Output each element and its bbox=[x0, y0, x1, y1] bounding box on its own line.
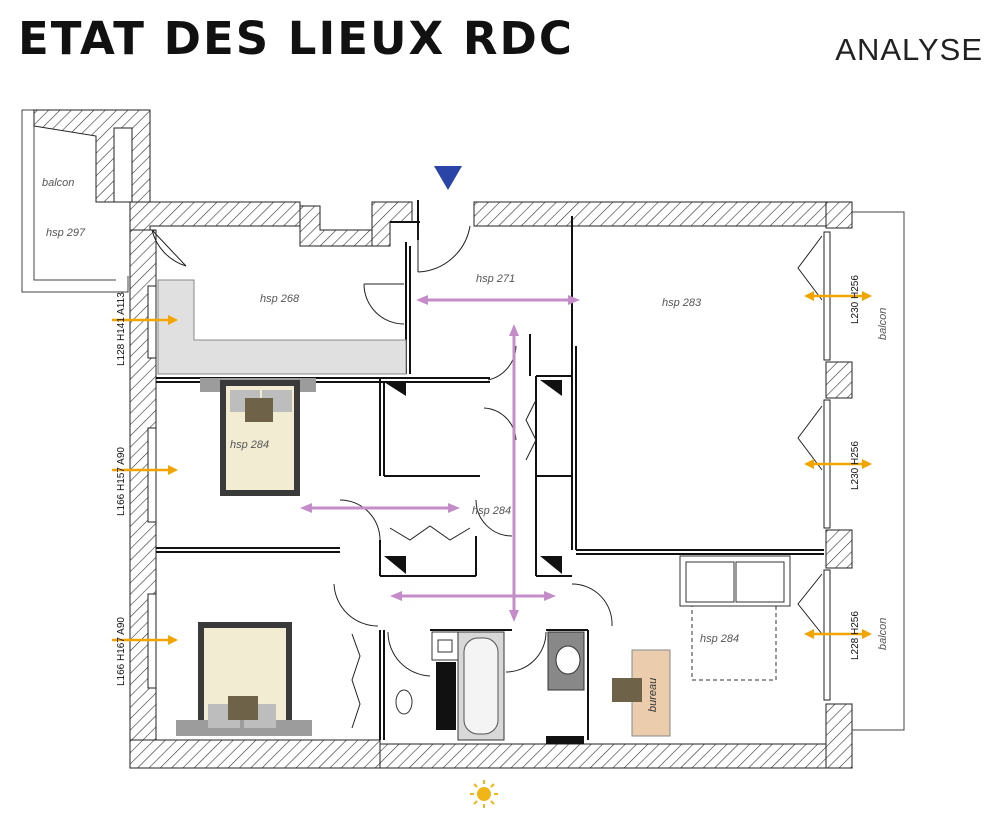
shaft-markers bbox=[384, 380, 584, 744]
opening-label-left-1: L128 H141 A113 bbox=[116, 292, 127, 366]
opening-label-left-3: L166 H167 A90 bbox=[116, 617, 127, 686]
label-hsp-284-bedroom: hsp 284 bbox=[230, 439, 269, 451]
label-hsp-283: hsp 283 bbox=[662, 297, 702, 309]
label-hsp-268: hsp 268 bbox=[260, 293, 300, 305]
label-hsp-297: hsp 297 bbox=[46, 227, 86, 239]
opening-label-right-1: L230 H256 bbox=[850, 275, 861, 324]
page-title: ETAT DES LIEUX RDC bbox=[18, 12, 574, 65]
kitchen-counter bbox=[157, 279, 407, 375]
bed-1 bbox=[200, 378, 316, 496]
page-subtitle: ANALYSE bbox=[835, 32, 983, 67]
opening-label-left-2: L166 H157 A90 bbox=[116, 447, 127, 516]
label-bureau: bureau bbox=[647, 678, 659, 712]
label-balcon-top: balcon bbox=[42, 177, 74, 189]
label-balcon-right-1: balcon bbox=[877, 308, 889, 340]
bed-2 bbox=[176, 622, 312, 736]
label-hsp-284-living: hsp 284 bbox=[700, 633, 739, 645]
window-arrows bbox=[112, 291, 872, 645]
opening-label-right-3: L228 H256 bbox=[850, 611, 861, 660]
bathroom-fixtures bbox=[395, 631, 585, 741]
label-hsp-284-hall: hsp 284 bbox=[472, 505, 511, 517]
windows-right bbox=[823, 231, 831, 701]
opening-label-right-2: L230 H256 bbox=[850, 441, 861, 490]
entrance-marker-icon bbox=[434, 166, 462, 190]
balcony-top-left bbox=[21, 109, 151, 293]
label-balcon-right-2: balcon bbox=[877, 618, 889, 650]
windows-left bbox=[147, 285, 157, 689]
label-hsp-271: hsp 271 bbox=[476, 273, 515, 285]
living-furniture bbox=[612, 555, 791, 737]
circulation-arrows bbox=[300, 295, 580, 622]
sun-icon bbox=[470, 780, 498, 808]
balcony-right bbox=[852, 211, 905, 731]
